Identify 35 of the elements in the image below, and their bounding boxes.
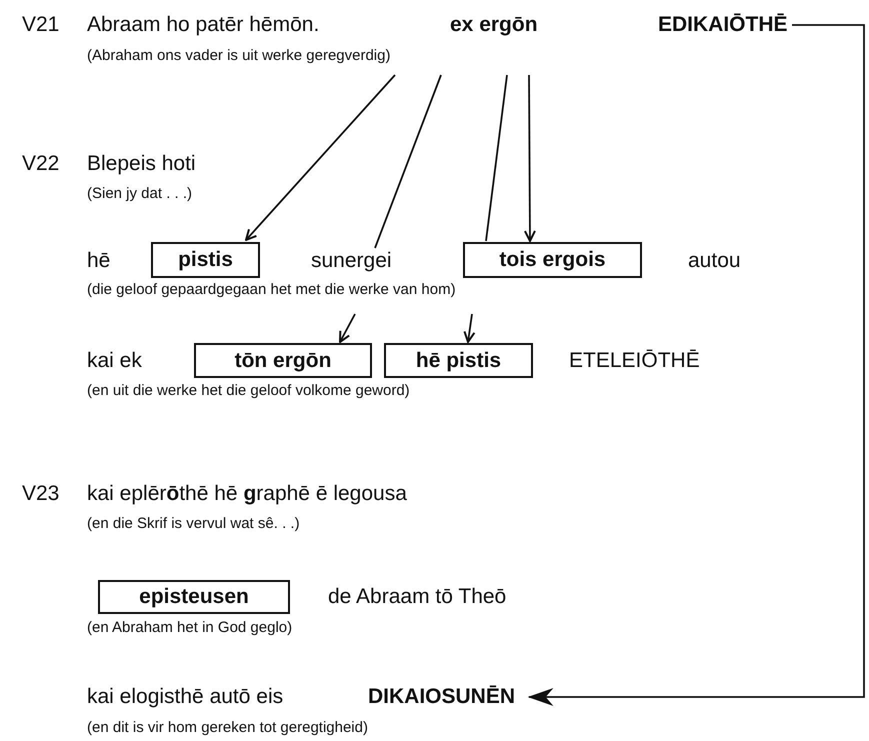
arrow bbox=[245, 74, 396, 241]
greek-text: kai ek bbox=[87, 348, 142, 374]
greek-text: kai eplērōthē hē graphē ē legousa bbox=[87, 481, 407, 507]
arrow bbox=[524, 75, 536, 242]
translation-text: (en die Skrif is vervul wat sê. . .) bbox=[87, 514, 300, 533]
verse-number: V22 bbox=[22, 151, 60, 177]
boxed-word: pistis bbox=[151, 242, 260, 278]
greek-text: kai elogisthē autō eis bbox=[87, 684, 284, 710]
greek-text: Abraam ho patēr hēmōn. bbox=[87, 12, 320, 38]
boxed-word: episteusen bbox=[98, 580, 290, 614]
arrow bbox=[463, 314, 476, 343]
translation-text: (en uit die werke het die geloof volkome geword) bbox=[87, 381, 410, 400]
greek-word: sunergei bbox=[311, 248, 392, 274]
arrow bbox=[528, 24, 865, 706]
keyword-text: ex ergōn bbox=[450, 12, 538, 38]
greek-text: de Abraam tō Theō bbox=[328, 584, 506, 610]
verse-number: V23 bbox=[22, 481, 60, 507]
translation-text: (en Abraham het in God geglo) bbox=[87, 618, 292, 637]
translation-text: (en dit is vir hom gereken tot geregtigheid) bbox=[87, 718, 368, 737]
connector-line bbox=[374, 74, 442, 248]
arrow bbox=[339, 314, 356, 343]
verse-number: V21 bbox=[22, 12, 60, 38]
keyword-text: DIKAIOSUNĒN bbox=[368, 684, 516, 710]
translation-text: (die geloof gepaardgegaan het met die werke van hom) bbox=[87, 280, 456, 299]
translation-text: (Abraham ons vader is uit werke geregverdig) bbox=[87, 46, 390, 65]
greek-text: ETELEIŌTHĒ bbox=[569, 348, 700, 374]
greek-text: Blepeis hoti bbox=[87, 151, 196, 177]
greek-text: hē bbox=[87, 248, 110, 274]
boxed-word: hē pistis bbox=[384, 343, 533, 378]
boxed-word: tōn ergōn bbox=[194, 343, 372, 378]
connector-line bbox=[485, 74, 508, 242]
boxed-word: tois ergois bbox=[463, 242, 642, 278]
translation-text: (Sien jy dat . . .) bbox=[87, 184, 192, 203]
greek-text: autou bbox=[688, 248, 741, 274]
keyword-text: EDIKAIŌTHĒ bbox=[658, 12, 788, 38]
